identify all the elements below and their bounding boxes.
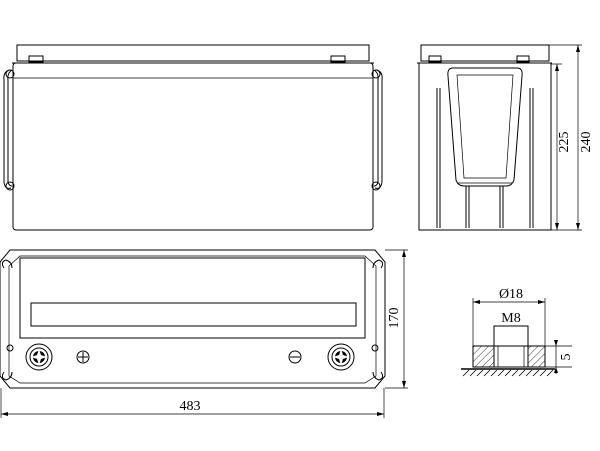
width-dimension: 483 bbox=[0, 388, 385, 418]
terminal-diameter-label: Ø18 bbox=[499, 287, 523, 302]
front-handle-right-bottom-pivot bbox=[371, 181, 381, 191]
side-lid bbox=[420, 44, 550, 62]
front-handle-right-inner bbox=[373, 69, 379, 187]
top-ear-bottom-right bbox=[372, 371, 384, 381]
dim-label-case-height: 225 bbox=[557, 132, 572, 153]
front-handle-left-top-pivot bbox=[5, 69, 15, 79]
terminal-right-star bbox=[333, 349, 349, 365]
terminal-left-ring bbox=[29, 347, 49, 367]
top-label-strip bbox=[30, 302, 357, 327]
terminal-thread-label: M8 bbox=[501, 311, 520, 326]
dim-label-total-height: 240 bbox=[579, 132, 594, 153]
terminal-detail: Ø18 M8 bbox=[461, 287, 574, 377]
terminal-left bbox=[25, 343, 53, 371]
front-handle-left bbox=[3, 69, 12, 189]
top-label-panel bbox=[19, 257, 366, 339]
top-vent-right bbox=[371, 344, 379, 352]
front-handle-right-top-pivot bbox=[371, 69, 381, 79]
side-body bbox=[418, 62, 552, 231]
front-handle-left-bottom-pivot bbox=[5, 181, 15, 191]
side-lid-vent-left bbox=[428, 55, 442, 63]
front-lid bbox=[16, 44, 370, 62]
terminal-left-star bbox=[31, 349, 47, 365]
top-ear-top-right bbox=[372, 259, 384, 269]
terminal-left-outer bbox=[25, 343, 53, 371]
dim-label-width: 483 bbox=[180, 399, 201, 414]
front-lid-vent-left bbox=[28, 55, 44, 63]
front-handle-right bbox=[374, 69, 383, 189]
front-body bbox=[12, 62, 374, 231]
terminal-bore bbox=[493, 345, 529, 368]
terminal-right bbox=[327, 343, 355, 371]
terminal-hatch-left bbox=[472, 345, 495, 368]
terminal-depth-label: 5 bbox=[559, 354, 574, 361]
positive-sign-icon bbox=[76, 350, 90, 364]
side-view bbox=[417, 44, 552, 231]
side-handle-inner bbox=[456, 74, 514, 179]
side-handle-outer bbox=[447, 67, 523, 187]
front-lid-vent-right bbox=[330, 55, 346, 63]
top-inner-outline bbox=[8, 255, 377, 384]
top-ear-bottom-left bbox=[1, 371, 13, 381]
top-ear-top-left bbox=[1, 259, 13, 269]
top-vent-left bbox=[6, 344, 14, 352]
top-view bbox=[0, 249, 386, 389]
terminal-hatch-right bbox=[527, 345, 546, 368]
height-dimensions: 225 240 bbox=[549, 44, 594, 231]
terminal-right-ring bbox=[331, 347, 351, 367]
front-view bbox=[3, 44, 383, 231]
terminal-right-outer bbox=[327, 343, 355, 371]
dim-label-depth: 170 bbox=[387, 308, 402, 329]
terminal-thread-box bbox=[493, 325, 529, 347]
top-outline bbox=[0, 249, 386, 389]
front-handle-left-inner bbox=[7, 69, 13, 187]
side-lid-vent-right bbox=[516, 55, 530, 63]
terminal-base-hatch bbox=[462, 369, 554, 377]
depth-dimension: 170 bbox=[385, 249, 408, 389]
negative-sign-icon bbox=[288, 350, 302, 364]
